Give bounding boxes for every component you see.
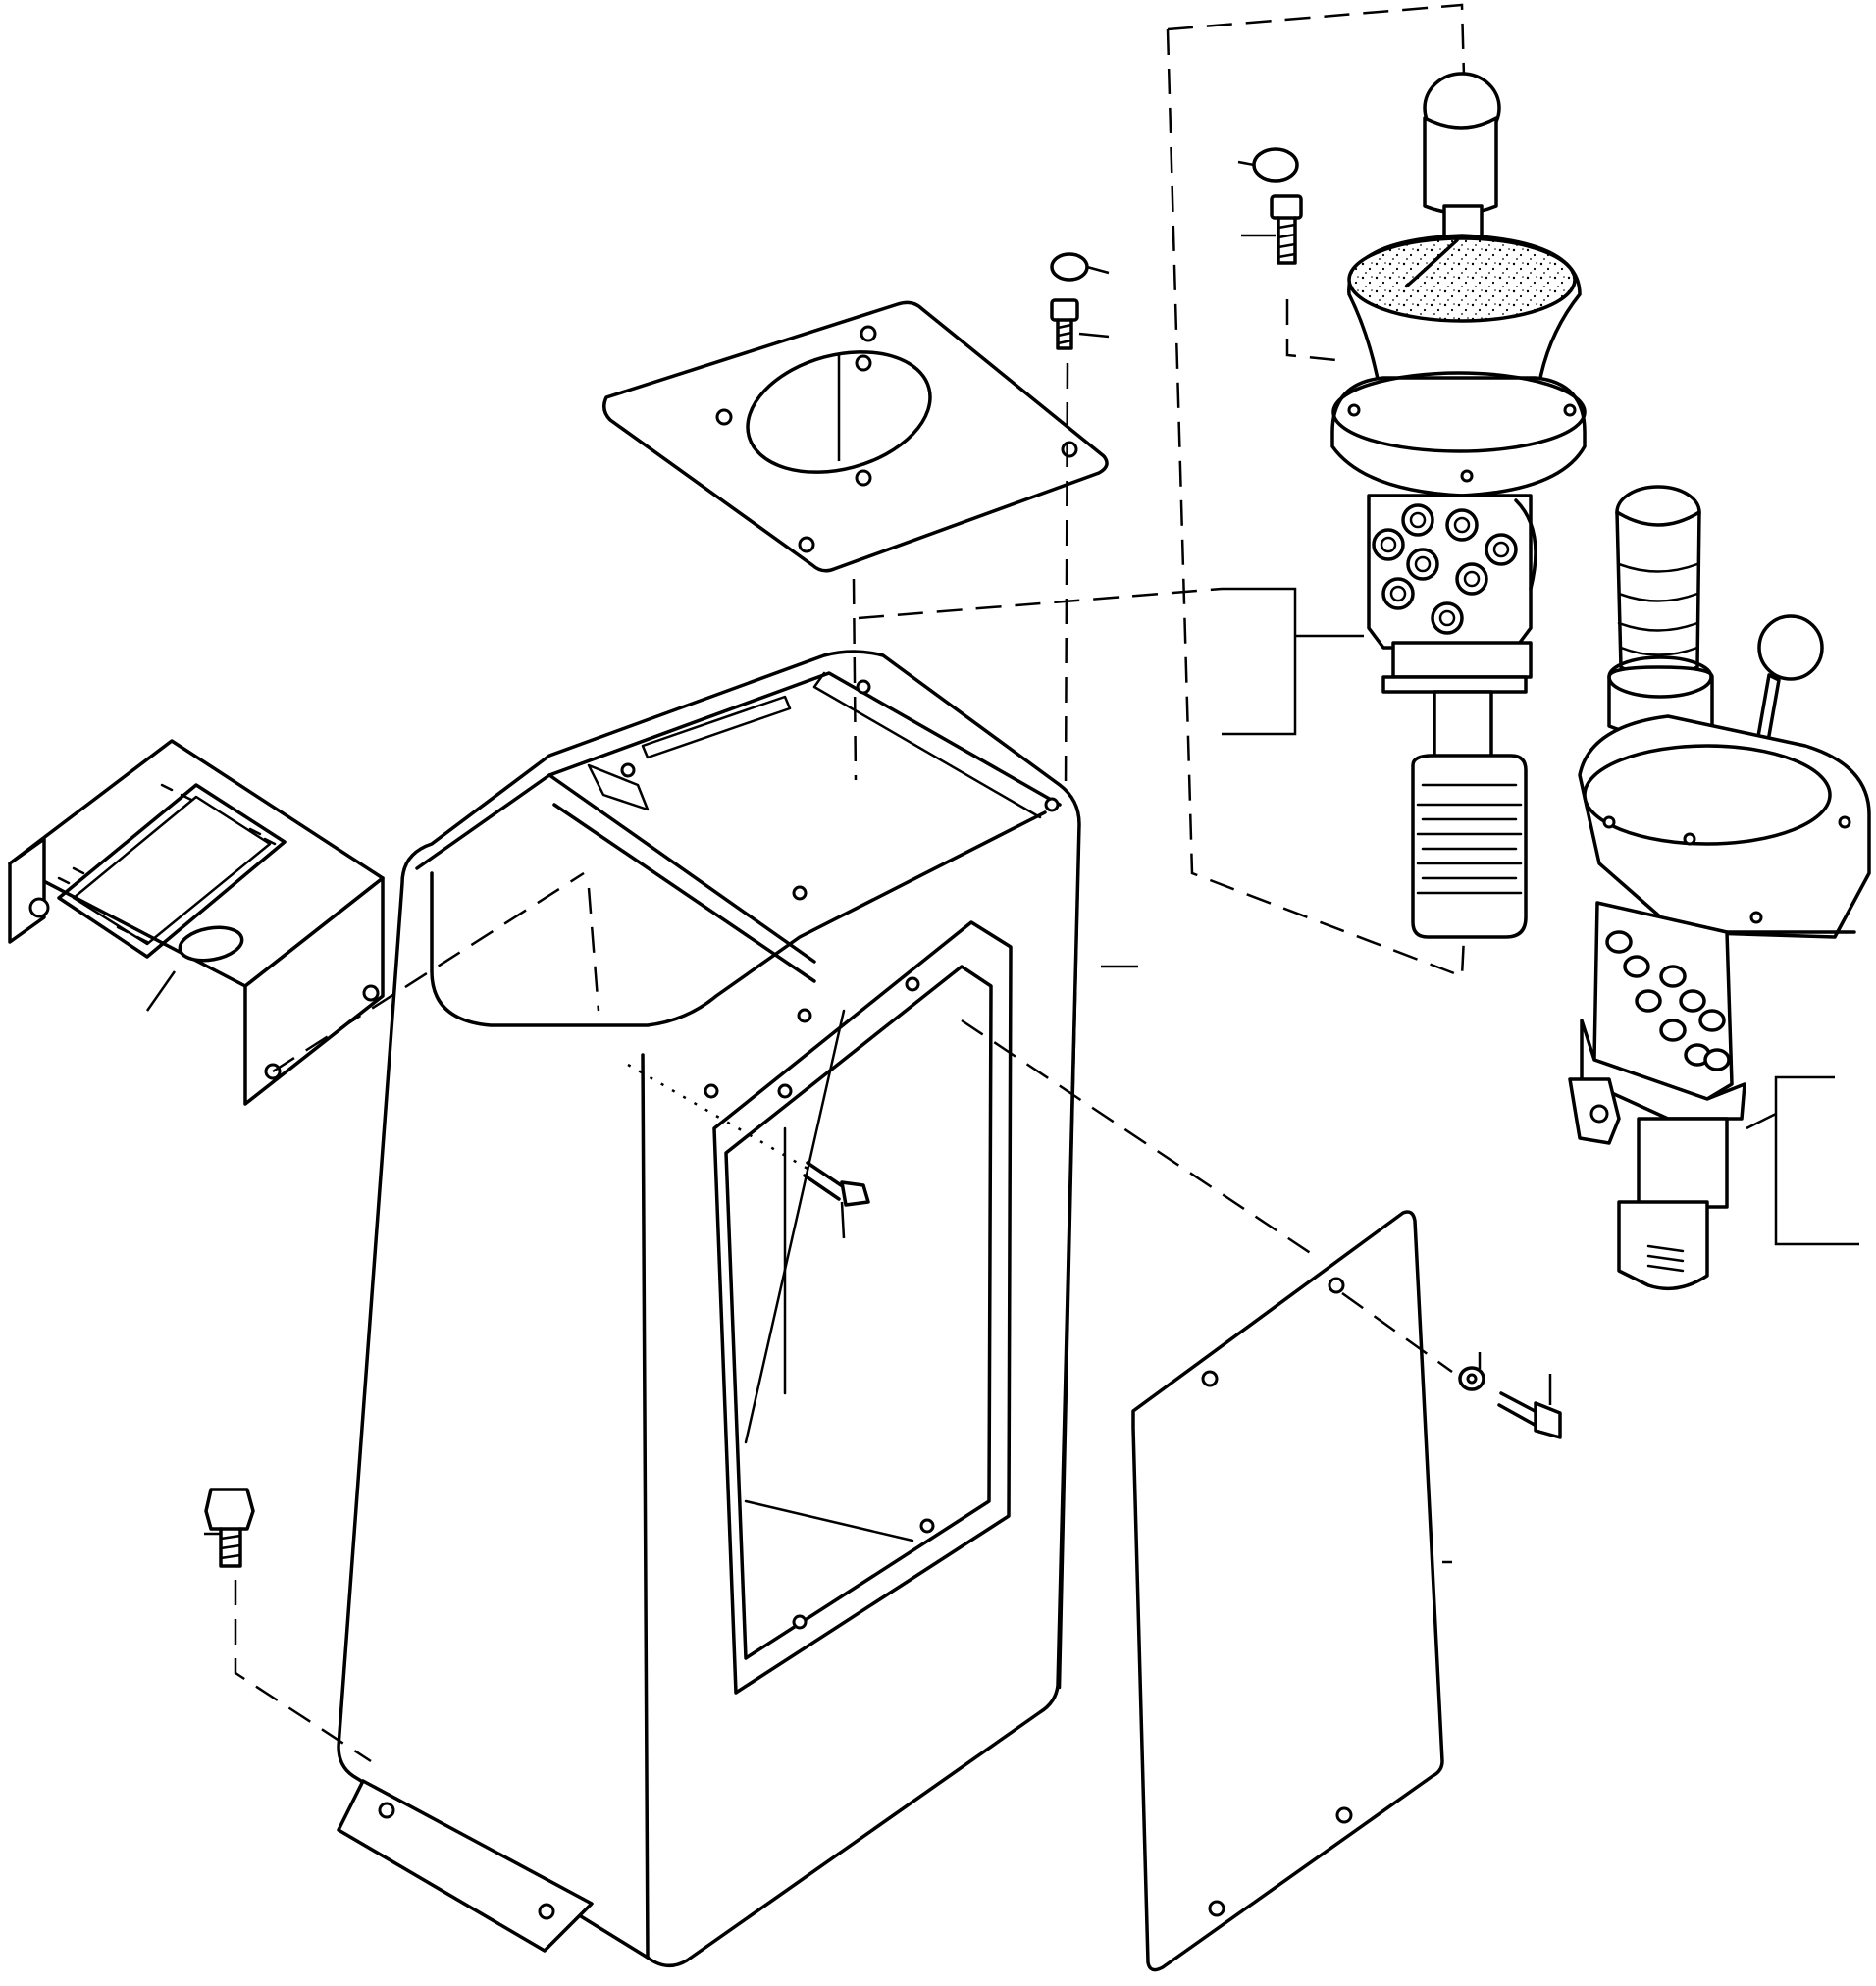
console-housing (337, 650, 1138, 1967)
access-cover-panel (961, 1019, 1562, 1972)
side-bracket-plate (8, 739, 600, 1106)
joystick-control-valve (858, 3, 1587, 978)
dual-lever-control-valve (1568, 485, 1871, 1291)
foot-bolt (204, 1488, 372, 1763)
top-mounting-plate (602, 252, 1110, 796)
housing-screw (627, 1063, 870, 1239)
